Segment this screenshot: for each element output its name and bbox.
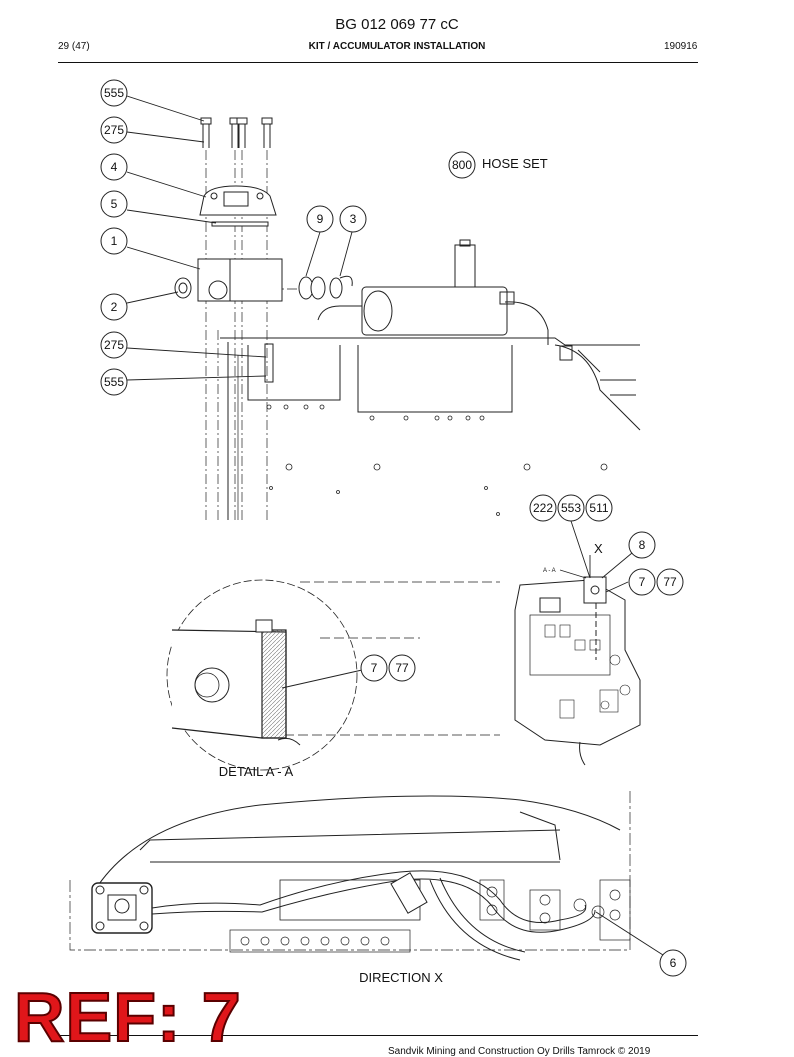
callout-2: 2 <box>111 300 118 314</box>
callout-9: 9 <box>317 212 324 226</box>
callout-8: 8 <box>639 538 646 552</box>
callout-4: 4 <box>111 160 118 174</box>
footer-rule <box>58 1035 698 1036</box>
direction-label: DIRECTION X <box>359 970 443 985</box>
callout-7-right: 7 <box>639 575 646 589</box>
callout-553: 553 <box>561 501 581 515</box>
callout-5: 5 <box>111 197 118 211</box>
footer-copyright: Sandvik Mining and Construction Oy Drill… <box>388 1046 651 1057</box>
ref-stamp: REF: 7 <box>13 978 242 1056</box>
page-number: 29 (47) <box>58 41 90 52</box>
view-marker-x: X <box>594 541 603 556</box>
exploded-view <box>174 117 641 520</box>
callout-275-top: 275 <box>104 123 124 137</box>
callout-7-detail: 7 <box>371 661 378 675</box>
callout-800: 800 <box>452 158 472 172</box>
callout-77-right: 77 <box>663 575 677 589</box>
callout-555-top: 555 <box>104 86 124 100</box>
detail-a-a <box>166 579 500 771</box>
callout-275-bottom: 275 <box>104 338 124 352</box>
callout-3: 3 <box>350 212 357 226</box>
page-title: KIT / ACCUMULATOR INSTALLATION <box>308 41 486 52</box>
callout-511: 511 <box>589 501 608 515</box>
callout-555-bottom: 555 <box>104 375 124 389</box>
leader-lines-top <box>126 95 353 381</box>
document-id: BG 012 069 77 cC <box>335 16 459 33</box>
detail-label: DETAIL A - A <box>219 764 294 779</box>
hose-set-label: HOSE SET <box>482 156 548 171</box>
side-view <box>514 576 641 766</box>
callout-1: 1 <box>111 234 118 248</box>
callout-6: 6 <box>670 956 677 970</box>
bolts-top <box>200 117 273 148</box>
callout-circles-top <box>100 79 476 396</box>
callout-77-detail: 77 <box>395 661 409 675</box>
header-rule <box>58 62 698 63</box>
callout-222: 222 <box>533 501 553 515</box>
date-code: 190916 <box>664 41 698 52</box>
section-marker: A - A <box>543 568 556 574</box>
direction-x-view <box>69 790 631 961</box>
